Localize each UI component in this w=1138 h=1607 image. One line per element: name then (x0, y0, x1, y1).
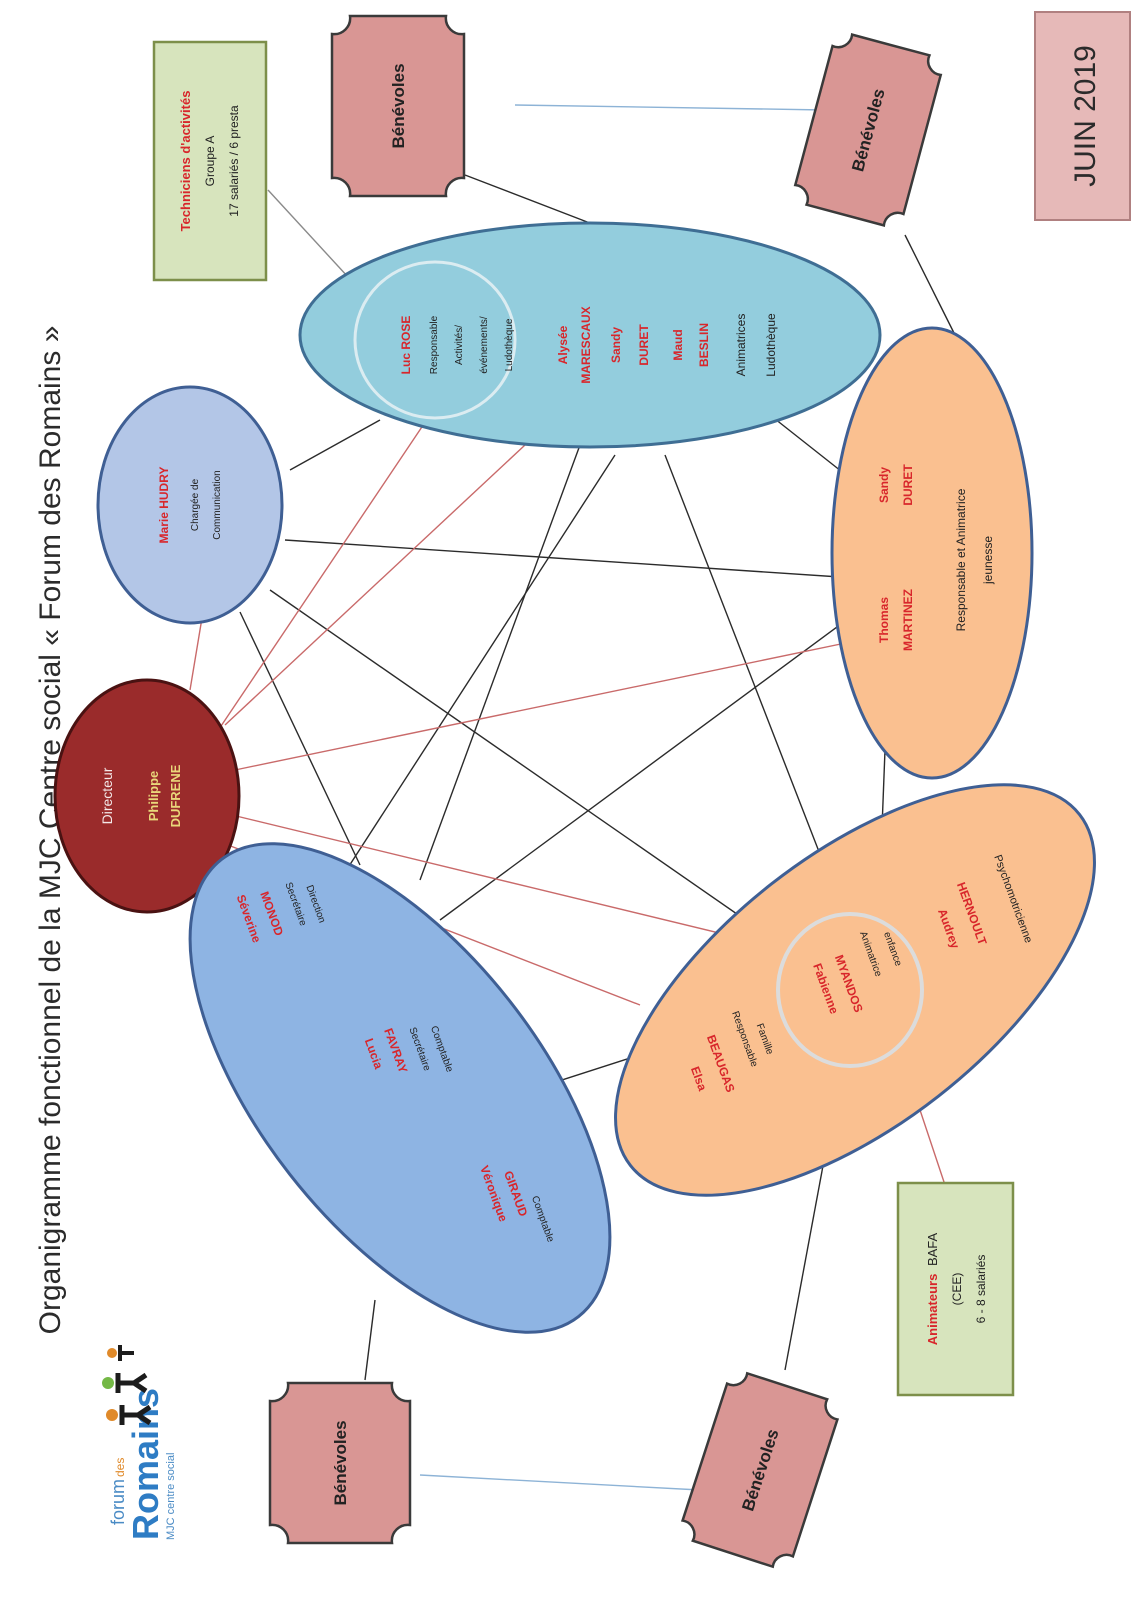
connector-line (339, 454, 616, 881)
techniciens-title: Techniciens d'activités (178, 91, 193, 232)
connector-line (439, 609, 861, 921)
logo-figures-icon (102, 1345, 152, 1426)
benevoles-label: Bénévoles (389, 63, 408, 148)
connector-line (267, 189, 361, 291)
person-name: Thomas (877, 597, 891, 643)
techniciens-count: 17 salariés / 6 presta (227, 105, 241, 217)
connector-line (514, 104, 826, 111)
person-role: Animatrices (734, 314, 748, 377)
person-role: Responsable (429, 315, 440, 374)
connector-line (289, 419, 381, 471)
benevoles-label: Bénévoles (331, 1420, 350, 1505)
secretariat-ellipse: Séverine MONOD Secrétaire Direction Luci… (188, 842, 612, 1334)
person-name: Luc ROSE (399, 316, 413, 375)
connector-line (784, 1154, 826, 1371)
person-role: Communication (212, 470, 223, 539)
benevoles-top-left: Bénévoles (330, 14, 466, 198)
connector-line (224, 444, 526, 726)
connector-line (419, 1474, 701, 1491)
logo-text-des: des (113, 1458, 127, 1477)
directeur-circle: Directeur Philippe DUFRENE (53, 678, 241, 914)
date-box: JUIN 2019 (1034, 11, 1131, 221)
famille-ellipse: Elsa BEAUGAS Responsable Famille Fabienn… (614, 783, 1096, 1197)
person-role: jeunesse (981, 536, 995, 585)
connector-line (464, 174, 596, 226)
techniciens-group: Groupe A (203, 136, 217, 187)
person-role: Ludothèque (504, 318, 515, 371)
person-name: MARTINEZ (901, 589, 915, 651)
directeur-role: Directeur (99, 767, 115, 824)
logo-tagline: MJC centre social (165, 1453, 177, 1540)
person-name: BESLIN (697, 323, 711, 367)
connector-line (214, 399, 441, 736)
connector-line (419, 444, 581, 881)
communication-ellipse: Marie HUDRY Chargée de Communication (96, 385, 284, 625)
techniciens-box: Techniciens d'activités Groupe A 17 sala… (152, 40, 268, 282)
connector-line (239, 611, 361, 866)
benevoles-bottom-right: Bénévoles (680, 1371, 840, 1569)
person-name: MARESCAUX (579, 306, 593, 383)
animateurs-title: Animateurs (925, 1274, 940, 1346)
connector-line (904, 234, 961, 346)
animateurs-title-suffix: BAFA (925, 1232, 940, 1266)
benevoles-bottom-left: Bénévoles (268, 1381, 412, 1545)
person-name: Sandy (877, 467, 891, 503)
svg-text:Animateurs BAFA: Animateurs BAFA (925, 1232, 940, 1345)
connector-line (269, 589, 761, 931)
person-role: Chargée de (190, 478, 201, 531)
connector-line (364, 1299, 376, 1381)
animateurs-count: 6 - 8 salariés (974, 1255, 988, 1324)
date-label: JUIN 2019 (1069, 45, 1102, 187)
person-name: DURET (901, 464, 915, 506)
animateurs-box: Animateurs BAFA (CEE) 6 - 8 salariés (896, 1181, 1015, 1397)
connector-line (284, 539, 856, 579)
connector-line (664, 454, 831, 881)
person-role: Ludothèque (764, 313, 778, 377)
directeur-name: DUFRENE (168, 764, 183, 827)
person-name: Sandy (609, 327, 623, 363)
connector-line (231, 814, 811, 956)
benevoles-top-right: Bénévoles (793, 33, 943, 227)
forum-logo: forum des Romains MJC centre social (102, 1345, 177, 1540)
person-name: Maud (671, 329, 685, 360)
person-role: événements/ (479, 316, 490, 373)
person-name: DURET (637, 324, 651, 366)
animateurs-cee: (CEE) (950, 1273, 964, 1306)
logo-text-forum: forum (108, 1479, 128, 1525)
jeunesse-ellipse: Thomas MARTINEZ Sandy DURET Responsable … (830, 326, 1034, 780)
activites-ellipse: Luc ROSE Responsable Activités/ événemen… (298, 221, 882, 449)
person-role: Responsable et Animatrice (954, 488, 968, 631)
person-name: Marie HUDRY (157, 467, 171, 544)
directeur-name: Philippe (146, 771, 161, 822)
connector-line (234, 639, 861, 771)
person-name: Alysée (556, 325, 570, 364)
person-role: Activités/ (454, 325, 465, 365)
